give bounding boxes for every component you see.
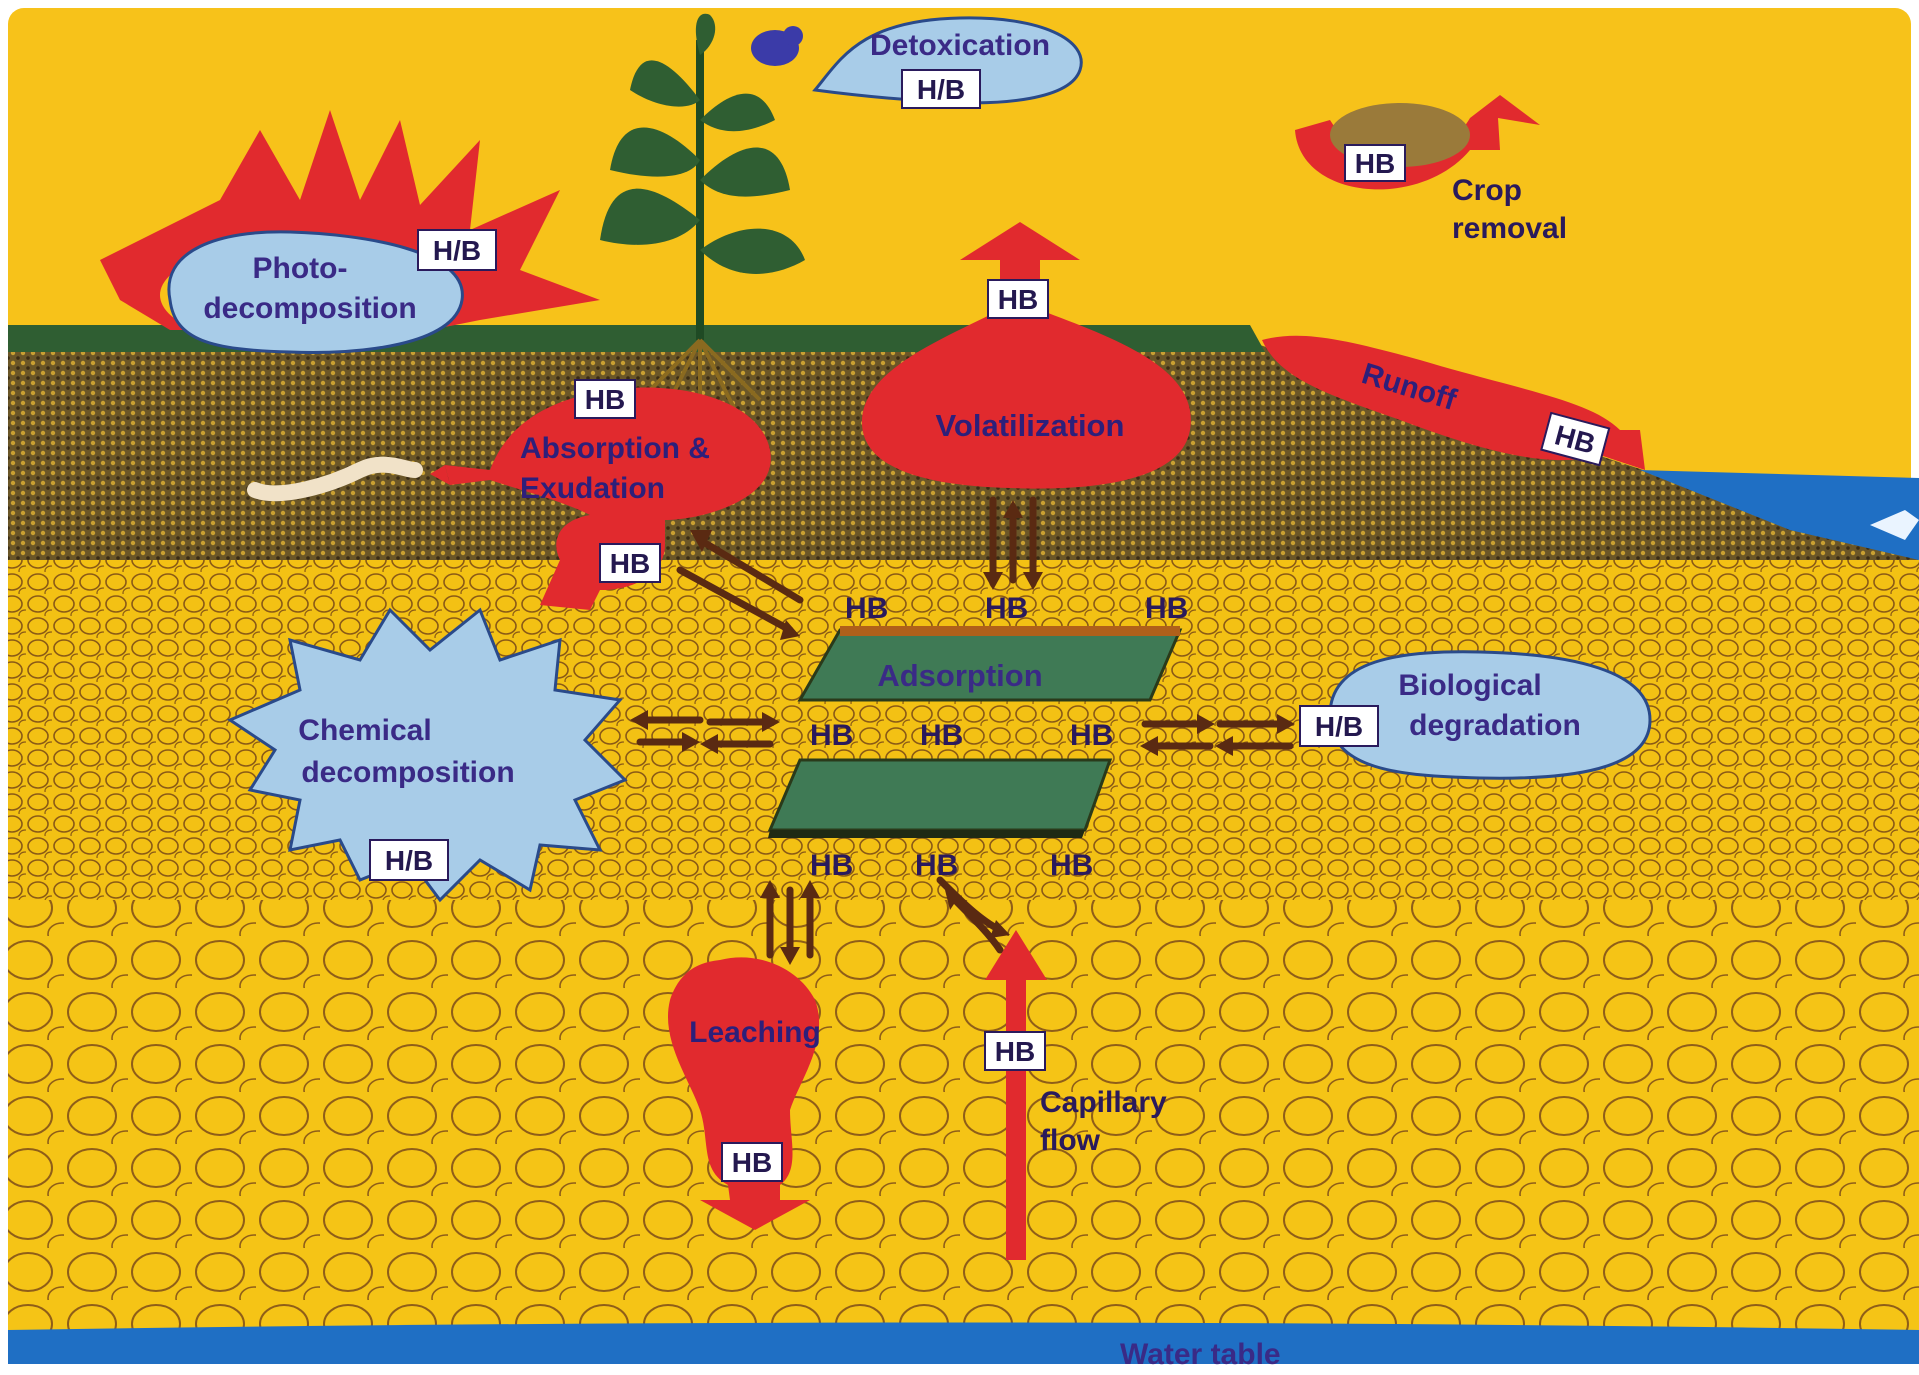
detoxication-label: Detoxication — [870, 29, 1050, 62]
hb-free-6: HB — [1070, 719, 1113, 752]
absorption-label-2: Exudation — [520, 472, 665, 505]
svg-text:HB: HB — [610, 548, 650, 579]
volatilization-label: Volatilization — [936, 408, 1125, 443]
crop-label-1: Crop — [1452, 174, 1522, 207]
chemical-label-1: Chemical — [298, 714, 431, 747]
absorption-hb-tag-bottom: HB — [600, 544, 660, 582]
crop-label-2: removal — [1452, 212, 1567, 245]
volatilization-hb-tag: HB — [988, 280, 1048, 318]
capillary-hb-tag: HB — [985, 1032, 1045, 1070]
hb-free-1: HB — [845, 592, 888, 625]
hb-free-2: HB — [985, 592, 1028, 625]
svg-text:H/B: H/B — [385, 845, 433, 876]
svg-text:H/B: H/B — [1315, 711, 1363, 742]
chemical-hb-tag: H/B — [370, 840, 448, 880]
absorption-hb-tag-top: HB — [575, 380, 635, 418]
clay-plate-bottom — [770, 760, 1110, 830]
svg-text:H/B: H/B — [433, 235, 481, 266]
hb-free-7: HB — [810, 849, 853, 882]
absorption-label-1: Absorption & — [520, 432, 710, 465]
photo-label-2: decomposition — [203, 292, 416, 325]
hb-free-8: HB — [915, 849, 958, 882]
biological-label-1: Biological — [1398, 669, 1541, 702]
biological-hb-tag: H/B — [1300, 706, 1378, 746]
hb-free-3: HB — [1145, 592, 1188, 625]
capillary-label-1: Capillary — [1040, 1086, 1167, 1119]
hb-free-5: HB — [920, 719, 963, 752]
svg-text:HB: HB — [998, 284, 1038, 315]
svg-text:HB: HB — [732, 1147, 772, 1178]
svg-text:H/B: H/B — [917, 74, 965, 105]
capillary-label-2: flow — [1040, 1124, 1101, 1157]
hb-free-4: HB — [810, 719, 853, 752]
crop-hb-tag: HB — [1355, 148, 1395, 179]
chemical-label-2: decomposition — [301, 756, 514, 789]
svg-text:HB: HB — [585, 384, 625, 415]
photo-hb-tag: H/B — [418, 230, 496, 270]
biological-label-2: degradation — [1409, 709, 1581, 742]
photo-label-1: Photo- — [253, 252, 348, 285]
water-table — [8, 1323, 1919, 1365]
svg-text:HB: HB — [995, 1036, 1035, 1067]
leaching-label: Leaching — [689, 1016, 821, 1049]
detox-hb-tag: H/B — [902, 70, 980, 108]
leaching-hb-tag: HB — [722, 1143, 782, 1181]
adsorption-label: Adsorption — [877, 658, 1042, 693]
water-table-label: Water table — [1120, 1338, 1281, 1370]
hb-free-9: HB — [1050, 849, 1093, 882]
